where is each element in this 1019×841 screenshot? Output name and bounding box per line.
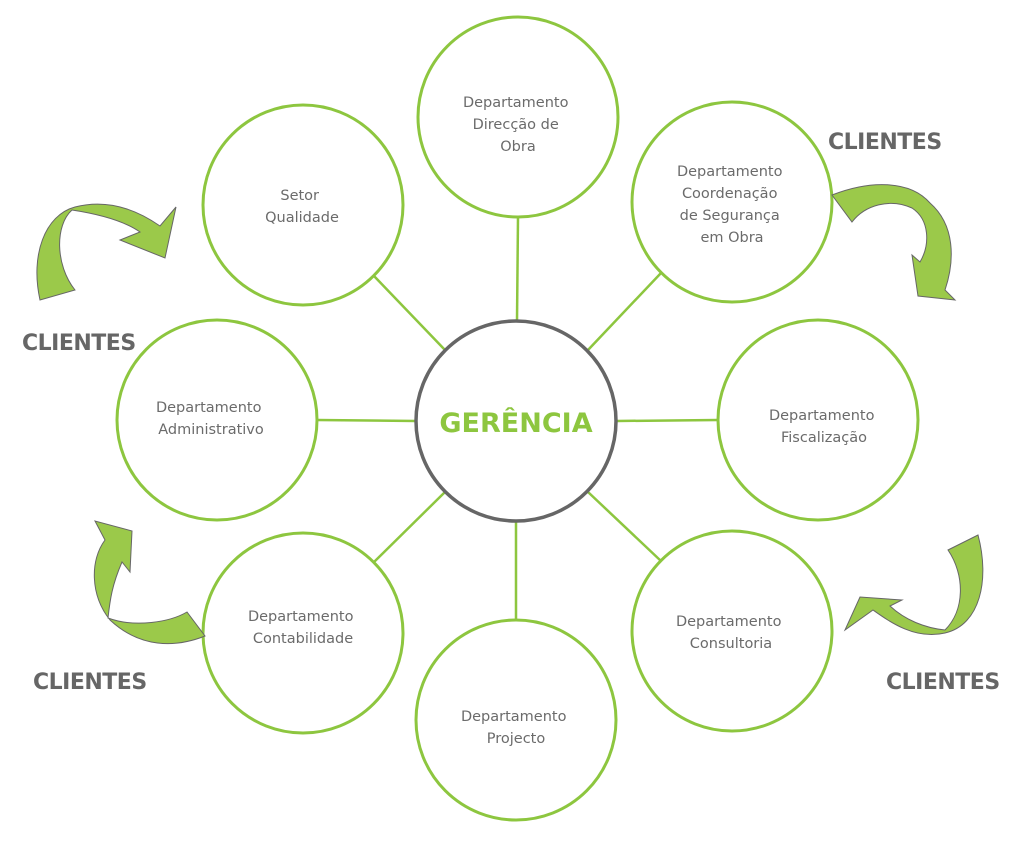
curved-arrow-bottom-right — [843, 534, 984, 635]
node-label-line: em Obra — [700, 230, 763, 246]
node-label-line: Setor — [280, 188, 319, 204]
connector-consultoria — [587, 491, 662, 562]
node-consultoria: Departamento Consultoria — [630, 529, 834, 733]
svg-text:Departamento Contabilida: Departamento Contabilidade — [248, 609, 358, 647]
svg-text:Departamento Consultoria: Departamento Consultoria — [676, 614, 786, 652]
node-label-line: Departamento — [248, 609, 354, 625]
svg-text:Departamento Projecto: Departamento Projecto — [461, 709, 571, 747]
node-administrativo: Departamento Administrativo — [115, 318, 319, 522]
node-label-line: Fiscalização — [781, 430, 867, 446]
node-coordenacao-seguranca: Departamento Coordenação de Segurança em… — [630, 100, 834, 304]
node-label-line: Contabilidade — [253, 631, 353, 647]
node-label-line: Projecto — [487, 731, 546, 747]
node-label-line: Coordenação — [682, 186, 778, 202]
node-contabilidade: Departamento Contabilidade — [201, 531, 405, 735]
connector-direccao-obra — [515, 216, 520, 322]
node-label-line: Departamento — [676, 614, 782, 630]
node-label-line: Departamento — [769, 408, 875, 424]
clientes-label-left: CLIENTES — [22, 331, 136, 356]
svg-text:Setor Qualidade: Setor Qualidade — [265, 188, 339, 226]
clientes-label-bottom-left: CLIENTES — [33, 670, 147, 695]
svg-text:Departamento Direcção de: Departamento Direcção de Obra — [463, 95, 573, 155]
node-label-line: Consultoria — [690, 636, 772, 652]
node-label-line: de Segurança — [680, 208, 780, 224]
svg-text:Departamento Coordenação: Departamento Coordenação de Segurança em… — [677, 164, 787, 246]
node-label-line: Direcção de — [473, 117, 559, 133]
node-qualidade: Setor Qualidade — [201, 103, 405, 307]
curved-arrow-top-left — [36, 203, 177, 301]
node-label-line: Departamento — [156, 400, 262, 416]
node-fiscalizacao: Departamento Fiscalização — [716, 318, 920, 522]
node-label-line: Obra — [500, 139, 535, 155]
center-label: GERÊNCIA — [439, 407, 592, 439]
node-label-line: Departamento — [463, 95, 569, 111]
node-direccao-obra: Departamento Direcção de Obra — [416, 15, 620, 219]
connector-coordenacao-seguranca — [587, 272, 662, 351]
svg-text:Departamento Fiscalizaçã: Departamento Fiscalização — [769, 408, 879, 446]
curved-arrow-bottom-left — [93, 520, 206, 645]
node-label-line: Departamento — [677, 164, 783, 180]
clientes-label-bottom-right: CLIENTES — [886, 670, 1000, 695]
connector-qualidade — [373, 275, 446, 351]
node-label-line: Qualidade — [265, 210, 339, 226]
node-projecto: Departamento Projecto — [414, 618, 618, 822]
connectors — [316, 216, 719, 620]
node-label-line: Departamento — [461, 709, 567, 725]
center-node-gerencia: GERÊNCIA — [414, 319, 618, 523]
curved-arrow-top-right — [831, 184, 957, 301]
connector-contabilidade — [373, 491, 446, 563]
node-label-line: Administrativo — [158, 422, 264, 438]
clientes-label-top-right: CLIENTES — [828, 130, 942, 155]
connector-administrativo — [316, 418, 417, 423]
connector-fiscalizacao — [616, 418, 719, 423]
svg-text:Departamento Administrat: Departamento Administrativo — [156, 400, 266, 438]
